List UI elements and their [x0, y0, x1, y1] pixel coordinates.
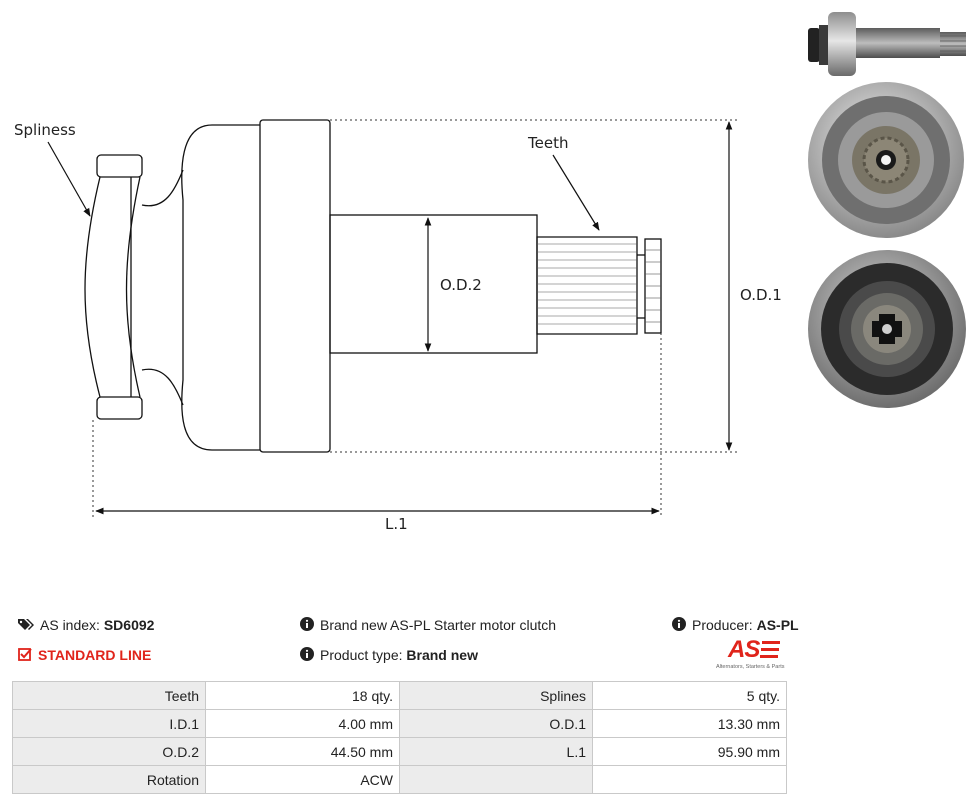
producer-value: AS-PL — [756, 617, 799, 633]
as-index-value: SD6092 — [103, 617, 155, 633]
back-view-photo[interactable] — [806, 248, 968, 410]
teeth-label: Teeth — [528, 134, 569, 152]
as-pl-logo: AS Alternators, Starters & Parts — [716, 636, 792, 672]
top-tab — [96, 154, 143, 178]
spec-value: 18 qty. — [205, 681, 400, 710]
spec-key: Splines — [399, 681, 593, 710]
spec-value: ACW — [205, 765, 400, 794]
spec-value: 4.00 mm — [205, 709, 400, 738]
spec-value: 44.50 mm — [205, 737, 400, 766]
od2-label: O.D.2 — [440, 276, 482, 294]
description: Brand new AS-PL Starter motor clutch — [300, 617, 556, 634]
tags-icon — [18, 618, 34, 634]
specs-table: Teeth 18 qty. Splines 5 qty. I.D.1 4.00 … — [12, 681, 787, 794]
flange-outer — [84, 176, 101, 398]
info-circle-icon — [300, 617, 314, 634]
body-rounded — [181, 124, 260, 451]
spec-key: Rotation — [12, 765, 206, 794]
standard-line-badge: STANDARD LINE — [18, 647, 151, 664]
spec-value: 95.90 mm — [592, 737, 787, 766]
spec-key: O.D.1 — [399, 709, 593, 738]
table-row: O.D.2 44.50 mm L.1 95.90 mm — [12, 737, 787, 766]
spec-key: I.D.1 — [12, 709, 206, 738]
spec-key: Teeth — [12, 681, 206, 710]
check-square-icon — [18, 647, 32, 664]
spec-value — [592, 765, 787, 794]
table-row: I.D.1 4.00 mm O.D.1 13.30 mm — [12, 709, 787, 738]
spliness-label: Spliness — [14, 121, 76, 139]
l1-label: L.1 — [385, 515, 408, 533]
spec-value: 13.30 mm — [592, 709, 787, 738]
logo-tagline: Alternators, Starters & Parts — [716, 664, 785, 670]
table-row: Teeth 18 qty. Splines 5 qty. — [12, 681, 787, 710]
body-cylinder — [259, 119, 331, 453]
front-view-photo[interactable] — [806, 80, 966, 240]
logo-mark: AS — [728, 636, 760, 663]
spec-key: L.1 — [399, 737, 593, 766]
logo-stripes — [760, 641, 780, 658]
od1-label: O.D.1 — [740, 286, 782, 304]
as-index: AS index: SD6092 — [18, 617, 154, 634]
producer: Producer: AS-PL — [672, 617, 799, 634]
flange-inner — [125, 176, 141, 398]
product-type-value: Brand new — [406, 647, 478, 663]
side-view-photo[interactable] — [802, 6, 974, 78]
bottom-tab — [96, 396, 143, 420]
spec-value: 5 qty. — [592, 681, 787, 710]
technical-drawing — [47, 119, 740, 518]
spec-key: O.D.2 — [12, 737, 206, 766]
info-circle-icon — [300, 647, 314, 664]
product-type: Product type: Brand new — [300, 647, 478, 664]
info-circle-icon — [672, 617, 686, 634]
teeth-leader — [552, 154, 600, 231]
table-row: Rotation ACW — [12, 765, 787, 794]
shaft — [329, 214, 538, 354]
spliness-leader — [47, 141, 91, 217]
spec-key — [399, 765, 593, 794]
